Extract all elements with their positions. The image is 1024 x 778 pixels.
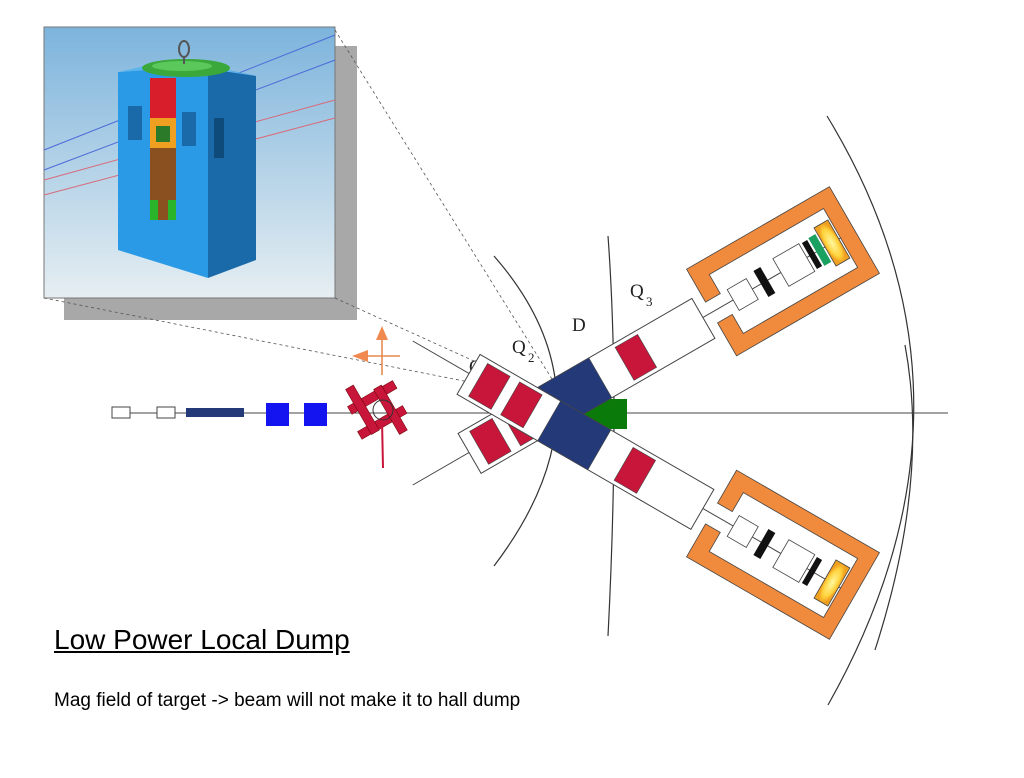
quadrupole xyxy=(500,381,543,429)
dump-shield-lower xyxy=(686,469,880,640)
lower-arm xyxy=(412,340,880,640)
beam-dump-upper xyxy=(813,219,851,267)
axis-arrows xyxy=(352,326,400,375)
arrow-up-icon xyxy=(376,326,388,340)
beam-monitor xyxy=(156,406,176,419)
q3-sub: 3 xyxy=(646,294,653,309)
q2-sub: 2 xyxy=(528,350,535,365)
right-arc xyxy=(874,344,914,651)
slide-subtitle: Mag field of target -> beam will not mak… xyxy=(54,690,521,711)
beam-dump-lower xyxy=(813,559,851,607)
inset-render xyxy=(43,26,357,320)
q3-label: Q xyxy=(630,281,644,302)
q2-label: Q xyxy=(512,337,526,358)
beam-pipe-element xyxy=(186,408,244,417)
upstream-magnet xyxy=(266,403,289,426)
slide-title: Low Power Local Dump xyxy=(54,624,350,655)
target-magnet-3d xyxy=(118,40,256,278)
dipole-label: D xyxy=(572,315,586,336)
quadrupole-q1 xyxy=(469,418,512,465)
upstream-magnet xyxy=(304,403,327,426)
quadrupole-q3 xyxy=(614,334,658,381)
target-assembly xyxy=(345,380,408,469)
quadrupole xyxy=(468,363,511,410)
upstream-beamline xyxy=(111,403,327,426)
quadrupole xyxy=(613,447,657,494)
beam-monitor xyxy=(111,406,131,419)
dump-shield-upper xyxy=(686,186,880,357)
arrow-left-icon xyxy=(352,350,368,362)
dipole xyxy=(537,400,612,471)
outer-arc xyxy=(826,115,915,706)
